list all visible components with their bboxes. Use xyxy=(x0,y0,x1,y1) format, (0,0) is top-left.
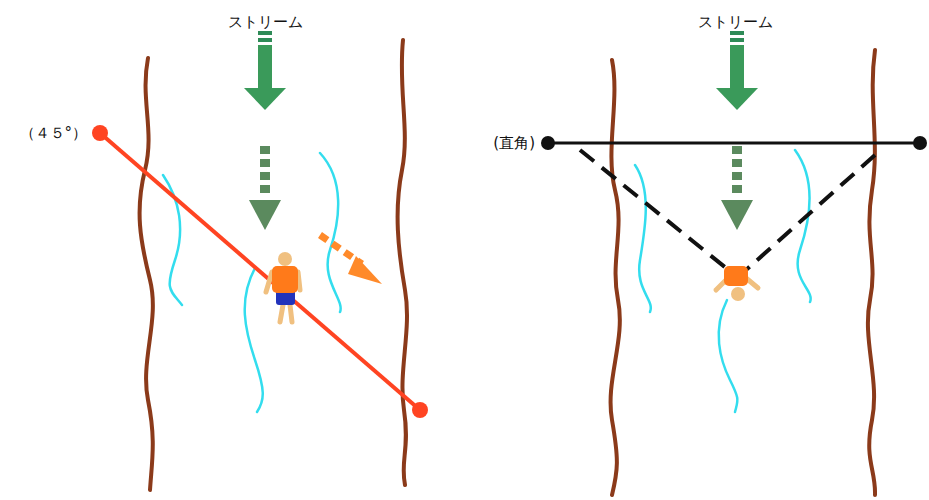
water-wave xyxy=(719,300,738,412)
stream-label: ストリーム xyxy=(226,13,305,31)
stream-arrow-dashed xyxy=(721,146,753,230)
water-waves xyxy=(163,150,811,412)
drift-arrow xyxy=(320,235,382,284)
angle-label: (直角) xyxy=(491,134,537,152)
water-wave xyxy=(245,268,263,412)
river-bank xyxy=(868,50,875,495)
river-bank xyxy=(611,60,620,495)
angle-line-45 xyxy=(92,125,428,418)
angle-line-right xyxy=(541,136,927,150)
swimmer-figure xyxy=(266,252,300,322)
water-wave xyxy=(795,150,811,302)
river-bank xyxy=(398,40,407,485)
stream-arrow-dashed xyxy=(249,146,281,230)
stream-arrow xyxy=(716,31,758,110)
stream-label: ストリーム xyxy=(696,13,775,31)
river-banks xyxy=(140,40,876,495)
angle-label: （４５°） xyxy=(18,124,90,142)
rope-dashed xyxy=(580,150,875,270)
river-bank xyxy=(140,58,153,490)
swimmer-figure xyxy=(716,266,758,301)
stream-arrow xyxy=(244,31,286,110)
water-wave xyxy=(635,165,651,312)
water-wave xyxy=(320,153,341,312)
